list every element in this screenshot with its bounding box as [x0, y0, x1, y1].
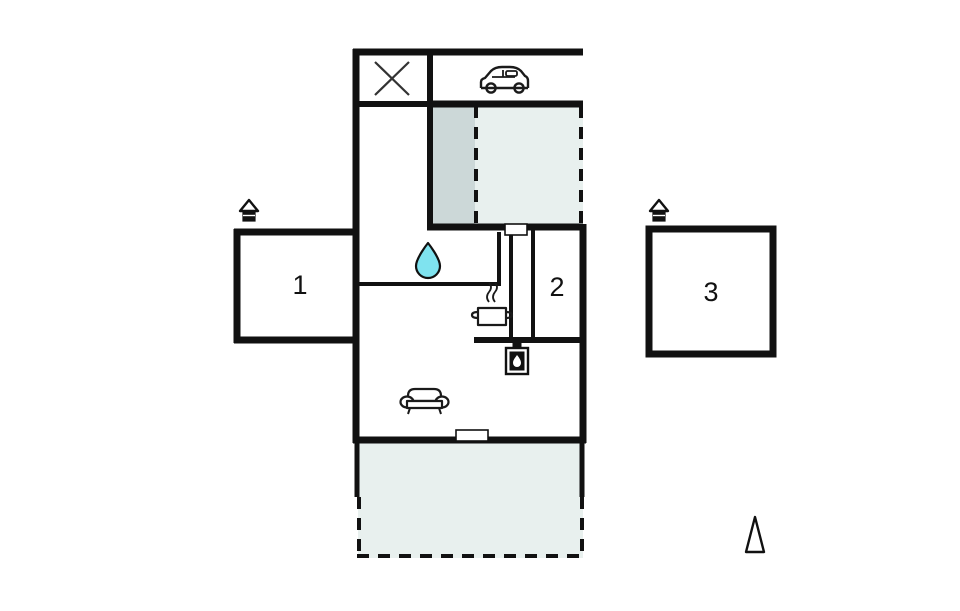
door-openings [455, 223, 528, 442]
terrace-dashed-boundaries [357, 106, 584, 558]
terrace-upper-dark [430, 104, 475, 224]
wall-annex-outline [645, 225, 777, 358]
cooking-pot-icon [470, 282, 514, 327]
room-label-2: 2 [549, 272, 564, 302]
terrace-areas [358, 104, 583, 558]
terrace-upper-light [475, 104, 583, 224]
north-arrow-icon [744, 515, 766, 554]
entrance-icon-annex [648, 198, 670, 222]
no-access-icon [374, 61, 410, 96]
terrace-lower-light [358, 440, 583, 558]
room-labels: 1 2 3 [292, 270, 718, 307]
room-label-3: 3 [703, 277, 718, 307]
door-kitchen-top [504, 223, 528, 236]
sofa-icon [399, 387, 450, 415]
car-icon [479, 65, 530, 94]
water-drop-icon [414, 241, 442, 280]
annex-building-walls [645, 225, 777, 358]
room-label-1: 1 [292, 270, 307, 300]
fireplace-icon [504, 341, 530, 376]
door-living-south [455, 429, 489, 442]
entrance-icon [238, 198, 260, 222]
